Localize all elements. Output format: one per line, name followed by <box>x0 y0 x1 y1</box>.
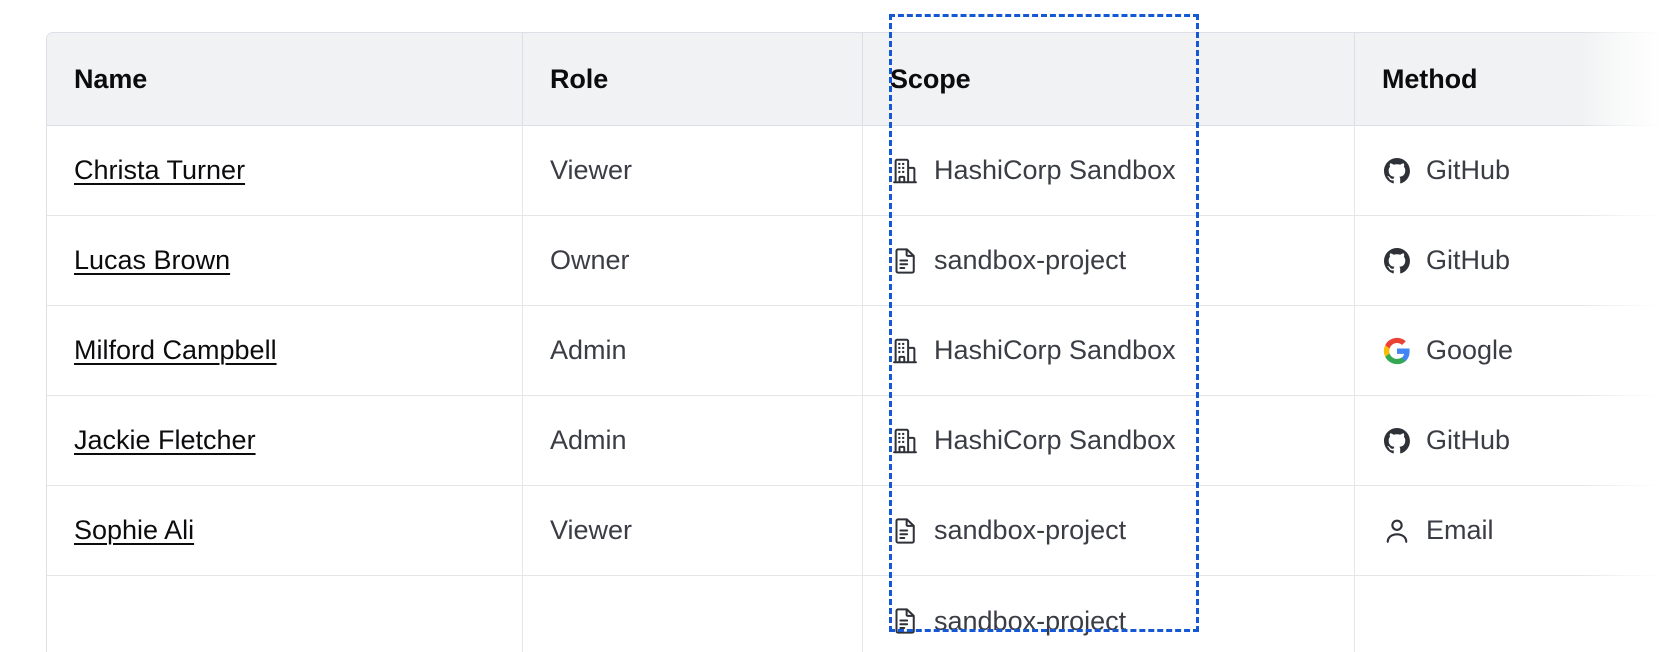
organization-building-icon <box>890 426 920 456</box>
role-label: Viewer <box>550 515 633 545</box>
cell-name <box>47 576 523 652</box>
method-value: GitHub <box>1382 156 1672 186</box>
table-row[interactable]: Sophie Ali Viewer sandbox-project Email <box>47 486 1672 576</box>
table-row[interactable]: sandbox-project <box>47 576 1672 652</box>
user-name-link[interactable]: Jackie Fletcher <box>74 425 256 455</box>
cell-method <box>1355 576 1672 652</box>
cell-method: GitHub <box>1355 216 1672 306</box>
github-icon <box>1382 426 1412 456</box>
project-document-icon <box>890 246 920 276</box>
column-header-method[interactable]: Method <box>1355 33 1672 126</box>
column-header-name[interactable]: Name <box>47 33 523 126</box>
cell-method: GitHub <box>1355 126 1672 216</box>
method-label: GitHub <box>1426 425 1511 455</box>
cell-role: Owner <box>523 216 863 306</box>
scope-value: HashiCorp Sandbox <box>890 156 1354 186</box>
method-value: GitHub <box>1382 426 1672 456</box>
scope-label: HashiCorp Sandbox <box>934 425 1176 455</box>
scope-label: sandbox-project <box>934 245 1127 275</box>
method-label: Email <box>1426 515 1494 545</box>
cell-role: Viewer <box>523 126 863 216</box>
cell-scope: sandbox-project <box>863 576 1355 652</box>
google-icon <box>1382 336 1412 366</box>
role-label: Viewer <box>550 155 633 185</box>
method-value: Google <box>1382 336 1672 366</box>
column-header-scope[interactable]: Scope <box>863 33 1355 126</box>
cell-role: Admin <box>523 306 863 396</box>
scope-value: sandbox-project <box>890 246 1354 276</box>
cell-name: Milford Campbell <box>47 306 523 396</box>
cell-scope: sandbox-project <box>863 486 1355 576</box>
cell-role: Admin <box>523 396 863 486</box>
scope-label: sandbox-project <box>934 515 1127 545</box>
cell-name: Jackie Fletcher <box>47 396 523 486</box>
scope-label: sandbox-project <box>934 605 1127 636</box>
organization-building-icon <box>890 156 920 186</box>
table-row[interactable]: Christa Turner Viewer HashiCorp Sandbox Git… <box>47 126 1672 216</box>
scope-label: HashiCorp Sandbox <box>934 335 1176 365</box>
column-header-role[interactable]: Role <box>523 33 863 126</box>
cell-scope: sandbox-project <box>863 216 1355 306</box>
user-name-link[interactable]: Lucas Brown <box>74 245 231 275</box>
table-row[interactable]: Jackie Fletcher Admin HashiCorp Sandbox Git… <box>47 396 1672 486</box>
scope-value: sandbox-project <box>890 606 1354 636</box>
method-label: GitHub <box>1426 245 1511 275</box>
scope-value: HashiCorp Sandbox <box>890 336 1354 366</box>
table-header: Name Role Scope Method <box>47 33 1672 126</box>
cell-name: Lucas Brown <box>47 216 523 306</box>
scope-value: sandbox-project <box>890 516 1354 546</box>
cell-method: Google <box>1355 306 1672 396</box>
cell-role: Viewer <box>523 486 863 576</box>
role-label: Admin <box>550 425 627 455</box>
project-document-icon <box>890 516 920 546</box>
cell-name: Christa Turner <box>47 126 523 216</box>
table-row[interactable]: Lucas Brown Owner sandbox-project GitHub <box>47 216 1672 306</box>
table-header-row: Name Role Scope Method <box>47 33 1672 126</box>
project-document-icon <box>890 606 920 636</box>
cell-scope: HashiCorp Sandbox <box>863 396 1355 486</box>
role-label: Owner <box>550 245 630 275</box>
user-name-link[interactable]: Milford Campbell <box>74 335 277 365</box>
cell-name: Sophie Ali <box>47 486 523 576</box>
cell-role <box>523 576 863 652</box>
organization-building-icon <box>890 336 920 366</box>
method-value: GitHub <box>1382 246 1672 276</box>
cell-method: Email <box>1355 486 1672 576</box>
cell-scope: HashiCorp Sandbox <box>863 306 1355 396</box>
method-label: GitHub <box>1426 155 1511 185</box>
github-icon <box>1382 246 1412 276</box>
scope-value: HashiCorp Sandbox <box>890 426 1354 456</box>
table-row[interactable]: Milford Campbell Admin HashiCorp Sandbox Go… <box>47 306 1672 396</box>
user-person-icon <box>1382 516 1412 546</box>
method-label: Google <box>1426 335 1514 365</box>
user-name-link[interactable]: Sophie Ali <box>74 515 195 545</box>
cell-scope: HashiCorp Sandbox <box>863 126 1355 216</box>
github-icon <box>1382 156 1412 186</box>
user-name-link[interactable]: Christa Turner <box>74 155 246 185</box>
method-value: Email <box>1382 516 1672 546</box>
cell-method: GitHub <box>1355 396 1672 486</box>
scope-label: HashiCorp Sandbox <box>934 155 1176 185</box>
role-label: Admin <box>550 335 627 365</box>
